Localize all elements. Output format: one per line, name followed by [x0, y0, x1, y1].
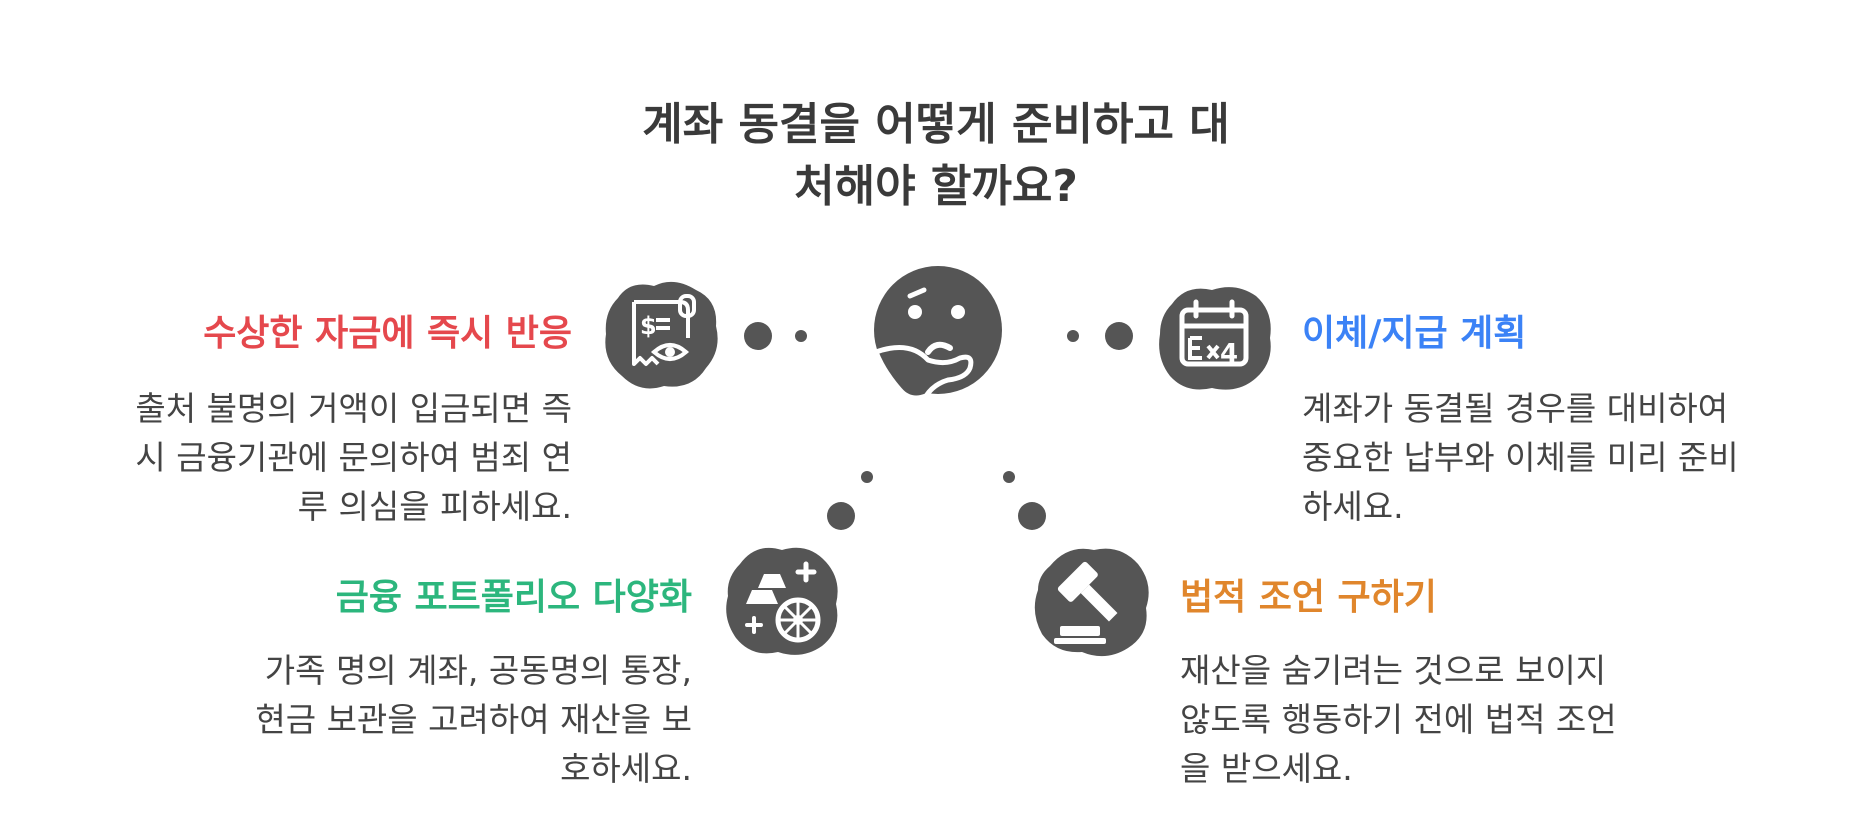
connector-dot — [1067, 330, 1079, 342]
transfer-plan-heading: 이체/지급 계획 — [1302, 313, 1527, 354]
transfer-plan-description: 계좌가 동결될 경우를 대비하여 중요한 납부와 이체를 미리 준비 하세요. — [1302, 384, 1739, 531]
connector-dot — [826, 501, 856, 531]
description-line: 루 의심을 피하세요. — [297, 487, 572, 526]
title-line-1: 계좌 동결을 어떻게 준비하고 대 — [642, 99, 1230, 150]
connector-dot — [1104, 321, 1134, 351]
description-line: 시 금융기관에 문의하여 범죄 연 — [135, 438, 572, 477]
connector-dot — [1003, 471, 1015, 483]
svg-text:4: 4 — [1220, 339, 1238, 369]
portfolio-heading: 금융 포트폴리오 다양화 — [335, 577, 692, 618]
connector-dot — [861, 471, 873, 483]
description-line: 계좌가 동결될 경우를 대비하여 — [1302, 389, 1729, 428]
description-line: 하세요. — [1302, 487, 1404, 526]
suspicious-funds-description: 출처 불명의 거액이 입금되면 즉 시 금융기관에 문의하여 범죄 연 루 의심… — [135, 384, 572, 531]
legal-advice-heading: 법적 조언 구하기 — [1180, 577, 1437, 618]
svg-text:$: $ — [640, 312, 657, 340]
portfolio-description: 가족 명의 계좌, 공동명의 통장, 현금 보관을 고려하여 재산을 보 호하세… — [255, 646, 692, 793]
description-line: 가족 명의 계좌, 공동명의 통장, — [264, 651, 692, 690]
suspicious-funds-heading: 수상한 자금에 즉시 반응 — [203, 313, 572, 354]
calendar-x4-icon: 4 — [1156, 282, 1274, 394]
thinking-face-icon — [870, 262, 1006, 402]
connector-dot — [743, 321, 773, 351]
description-line: 않도록 행동하기 전에 법적 조언 — [1180, 700, 1617, 739]
description-line: 재산을 숨기려는 것으로 보이지 — [1180, 651, 1607, 690]
receipt-eye-icon: $ — [600, 276, 722, 392]
title-line-2: 처해야 할까요? — [794, 161, 1078, 212]
gavel-icon — [1032, 540, 1154, 660]
description-line: 을 받으세요. — [1180, 749, 1353, 788]
diagram-title: 계좌 동결을 어떻게 준비하고 대 처해야 할까요? — [586, 94, 1286, 218]
legal-advice-description: 재산을 숨기려는 것으로 보이지 않도록 행동하기 전에 법적 조언 을 받으세… — [1180, 646, 1617, 793]
description-line: 현금 보관을 고려하여 재산을 보 — [255, 700, 692, 739]
connector-dot — [795, 330, 807, 342]
description-line: 호하세요. — [560, 749, 692, 788]
gold-coins-icon — [722, 540, 844, 660]
description-line: 출처 불명의 거액이 입금되면 즉 — [135, 389, 572, 428]
description-line: 중요한 납부와 이체를 미리 준비 — [1302, 438, 1739, 477]
connector-dot — [1017, 501, 1047, 531]
